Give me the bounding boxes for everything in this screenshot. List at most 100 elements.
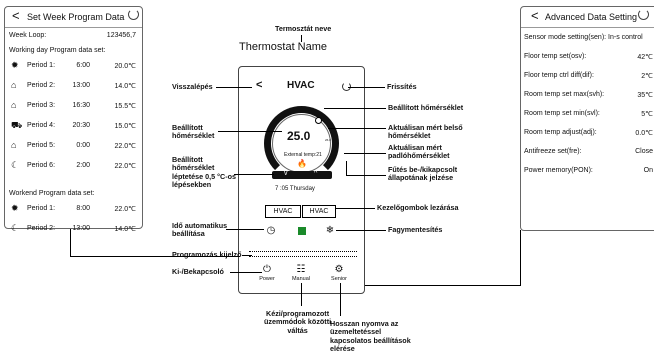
hvac-button-1[interactable]: HVAC	[265, 205, 301, 218]
period-temp[interactable]: 20.0℃	[114, 63, 137, 70]
week-loop-label: Week Loop:	[9, 32, 47, 39]
temp-step-bar	[272, 171, 332, 179]
period-time[interactable]: 13:00	[72, 82, 90, 89]
leader-line	[344, 153, 386, 154]
advanced-settings-panel: < Advanced Data Setting Sensor mode sett…	[520, 6, 654, 231]
set-temperature: 25.0	[287, 129, 311, 143]
period-time[interactable]: 6:00	[76, 62, 90, 69]
program-indicator	[249, 251, 357, 257]
period-time[interactable]: 8:00	[76, 205, 90, 212]
temp-down-button[interactable]: v	[284, 170, 288, 177]
setting-value[interactable]: 5℃	[641, 111, 653, 118]
connector-line-right	[365, 285, 521, 286]
setting-label: Floor temp ctrl diff(dif):	[524, 72, 594, 79]
thermostat-device: < HVAC 25.0 26.0 External temp:21 🔥 v ^ …	[238, 66, 365, 294]
setting-label: Room temp set min(svl):	[524, 110, 600, 117]
advanced-title: Advanced Data Setting	[545, 12, 638, 22]
leader-line	[348, 87, 385, 88]
refresh-icon[interactable]	[342, 82, 351, 91]
time-sync-icon[interactable]: ◷	[266, 225, 276, 236]
leader-line	[301, 283, 302, 306]
device-title: HVAC	[287, 80, 315, 91]
annotation-line: váltás	[287, 325, 308, 335]
leader-line	[216, 87, 252, 88]
connector-line-left	[70, 229, 71, 257]
period-temp[interactable]: 14.0℃	[114, 83, 137, 90]
period-label: Period 2:	[27, 225, 56, 232]
period-time[interactable]: 13:00	[72, 225, 90, 232]
period-time[interactable]: 0:00	[76, 142, 90, 149]
hvac-button-2[interactable]: HVAC	[302, 205, 336, 218]
annotation-line: üzemmódok közötti	[264, 317, 332, 327]
temp-up-button[interactable]: ^	[314, 170, 318, 177]
refresh-icon[interactable]	[128, 9, 139, 20]
annotation-heating: Fűtés be-/kikapcsolt állapotának jelzése	[388, 165, 458, 183]
back-button[interactable]: <	[12, 8, 20, 23]
setting-value[interactable]: On	[643, 167, 653, 174]
leader-line	[234, 174, 274, 175]
period-temp[interactable]: 22.0℃	[114, 163, 137, 170]
setting-label: Floor temp set(osv):	[524, 53, 587, 60]
period-temp[interactable]: 22.0℃	[114, 143, 137, 150]
annotation-step: Beállított hőmérséklet léptetése 0,5 °C-…	[172, 155, 236, 190]
annotation-refresh: Frissítés	[387, 82, 417, 91]
period-temp[interactable]: 14.0℃	[114, 226, 137, 233]
period-time[interactable]: 16:30	[72, 102, 90, 109]
lock-icon[interactable]	[298, 227, 306, 235]
setting-value[interactable]: 35℃	[637, 92, 653, 99]
annotation-room-temp: Aktuálisan mért belső hőmérséklet	[388, 123, 463, 141]
week-loop-value[interactable]: 123456,7	[106, 32, 136, 39]
setting-value[interactable]: 0.0℃	[635, 130, 653, 137]
annotation-manual: Kézi/programozott üzemmódok közötti vált…	[264, 309, 332, 335]
annotation-line: Aktuálisan mért belső	[388, 123, 463, 132]
manual-icon[interactable]: ☷	[296, 264, 306, 275]
annotation-line: Idő automatikus	[172, 221, 228, 230]
thermostat-name: Thermostat Name	[239, 41, 328, 53]
setting-value[interactable]: 2℃	[641, 73, 653, 80]
dial-knob[interactable]	[315, 117, 322, 124]
device-back-button[interactable]: <	[256, 79, 263, 91]
period-label: Period 4:	[27, 122, 56, 129]
date-time: 7 :05 Thursday	[275, 186, 315, 192]
setting-label: Power memory(PON):	[524, 167, 593, 174]
power-icon[interactable]: ⏻	[263, 264, 271, 275]
period-temp[interactable]: 22.0℃	[114, 206, 137, 213]
antifreeze-icon[interactable]: ❄	[325, 225, 335, 236]
week-program-panel: < Set Week Program Data Week Loop: 12345…	[4, 6, 143, 233]
annotation-floor-temp: Aktuálisan mért padlóhőmérséklet	[388, 143, 450, 161]
leader-line	[218, 131, 282, 132]
refresh-icon[interactable]	[638, 9, 649, 20]
sun-icon: ✹	[11, 60, 19, 70]
annotation-line: hőmérséklet	[172, 163, 215, 173]
room-temp-small: 26.0	[325, 138, 331, 142]
annotation-set-temp-right: Beállított hőmérséklet	[388, 103, 464, 112]
sun-icon: ✹	[11, 203, 19, 213]
leader-line	[242, 255, 252, 256]
manual-button-label[interactable]: Manual	[291, 276, 311, 282]
annotation-line: elérése	[330, 344, 355, 354]
senior-button-label[interactable]: Senior	[331, 276, 347, 282]
annotation-line: állapotának jelzése	[388, 173, 454, 183]
annotation-line: Fűtés be-/kikapcsolt	[388, 165, 458, 174]
annotation-set-temp-left: Beállított hőmérséklet	[172, 123, 215, 141]
period-temp[interactable]: 15.0℃	[114, 123, 137, 130]
period-time[interactable]: 20:30	[72, 122, 90, 129]
leader-line	[324, 108, 386, 109]
moon-icon: ☾	[11, 160, 20, 170]
temperature-dial[interactable]	[264, 106, 339, 181]
annotation-thermostat-name: Termosztát neve	[275, 24, 332, 33]
week-program-header: < Set Week Program Data	[5, 7, 142, 28]
power-button-label[interactable]: Power	[259, 276, 275, 282]
annotation-line: beállítása	[172, 229, 205, 239]
back-button[interactable]: <	[531, 8, 539, 23]
setting-value[interactable]: 42℃	[637, 54, 653, 61]
setting-value[interactable]: Close	[635, 148, 653, 155]
leader-line	[336, 208, 375, 209]
annotation-lock: Kezelőgombok lezárása	[377, 203, 459, 212]
annotation-line: hőmérséklet	[172, 131, 215, 141]
annotation-line: lépésekben	[172, 180, 212, 190]
period-time[interactable]: 2:00	[76, 162, 90, 169]
period-temp[interactable]: 15.5℃	[114, 103, 137, 110]
annotation-program-display: Programozás kijelző	[172, 250, 242, 259]
senior-settings-icon[interactable]: ⚙	[334, 264, 344, 275]
